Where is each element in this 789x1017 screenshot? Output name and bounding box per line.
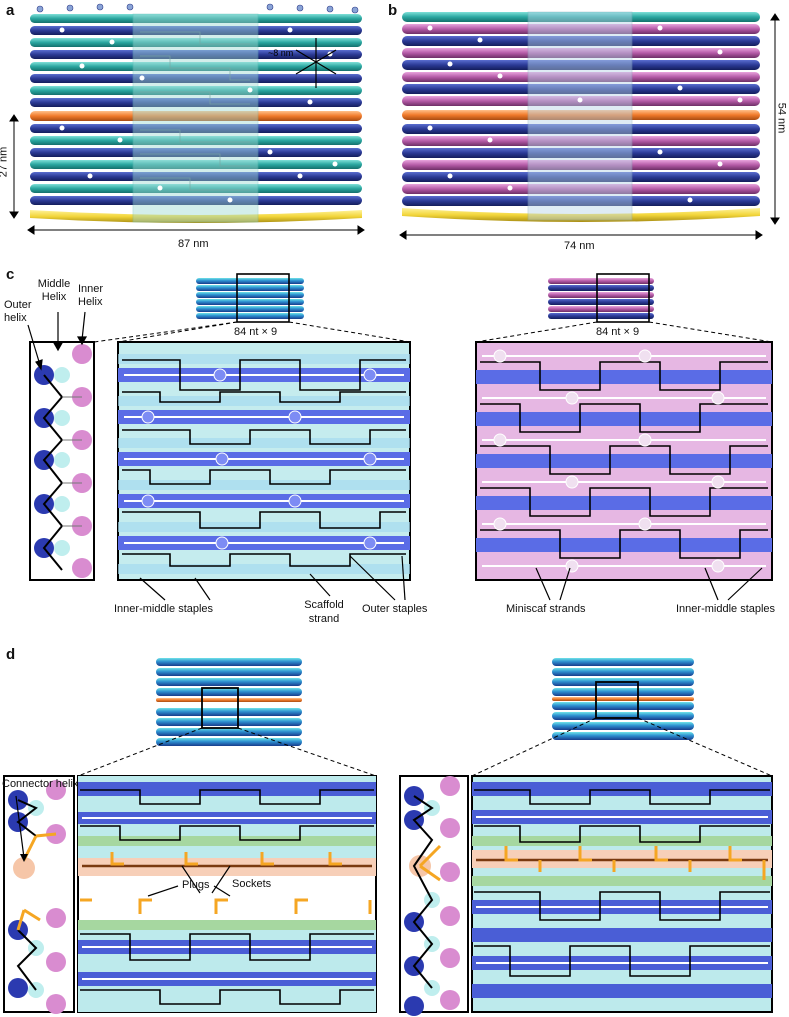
- scaffold-strand-label: Scaffold strand: [304, 599, 344, 625]
- panel-b-dots: [427, 25, 743, 203]
- panel-a-dots: [59, 27, 338, 203]
- panel-c-mini-barrel-left: [196, 273, 304, 323]
- inner-middle-staples-label: Inner-middle staples: [114, 603, 214, 615]
- panel-d-cross-section-right: [399, 775, 469, 1016]
- panel-d-mini-barrel-right: [552, 658, 694, 740]
- panel-a-height-label: 27 nm: [0, 146, 10, 178]
- panel-c-left-title: 84 nt × 9: [234, 326, 278, 338]
- middle-helix-label: Middle Helix: [37, 278, 71, 303]
- panel-c-label: c: [6, 266, 15, 283]
- inner-helix-label: Inner Helix: [78, 283, 104, 308]
- panel-c-mini-barrel-right: [548, 273, 654, 323]
- panel-d-cross-section-left: [3, 775, 75, 1014]
- panel-c-right-title: 84 nt × 9: [596, 326, 640, 338]
- outer-staples-label: Outer staples: [362, 603, 428, 615]
- plugs-label: Plugs: [182, 879, 210, 891]
- connector-helix-label: Connector helix: [2, 778, 79, 790]
- panel-b-helix-rods: [402, 12, 760, 222]
- panel-a-label: a: [6, 2, 15, 19]
- inner-middle-staples-right-label: Inner-middle staples: [676, 603, 776, 615]
- panel-c-staple-map-right: [475, 341, 773, 581]
- miniscaf-strands-label: Miniscaf strands: [506, 603, 586, 615]
- panel-d-staple-map-left: [77, 775, 377, 1013]
- panel-c-staple-map-left: [117, 341, 411, 581]
- panel-a-width-label: 87 nm: [178, 238, 209, 250]
- panel-d-label: d: [6, 646, 16, 663]
- panel-d-staple-map-right: [471, 775, 773, 1013]
- panel-b-staple-window: [527, 11, 633, 221]
- panel-a-staple-window: [132, 13, 259, 223]
- panel-a-spacing-arrows: [295, 38, 337, 88]
- panel-b-height-label: 54 nm: [775, 102, 788, 134]
- outer-helix-label: Outer helix: [4, 299, 32, 324]
- panel-b-width-label: 74 nm: [564, 240, 595, 252]
- panel-d-mini-barrel-left: [156, 658, 302, 746]
- panel-a-helix-rods: [30, 14, 362, 223]
- panel-a-spacing-label: ~8 nm: [268, 48, 293, 58]
- panel-c-cross-section: [29, 341, 95, 581]
- panel-b-label: b: [388, 2, 398, 19]
- sockets-label: Sockets: [232, 878, 272, 890]
